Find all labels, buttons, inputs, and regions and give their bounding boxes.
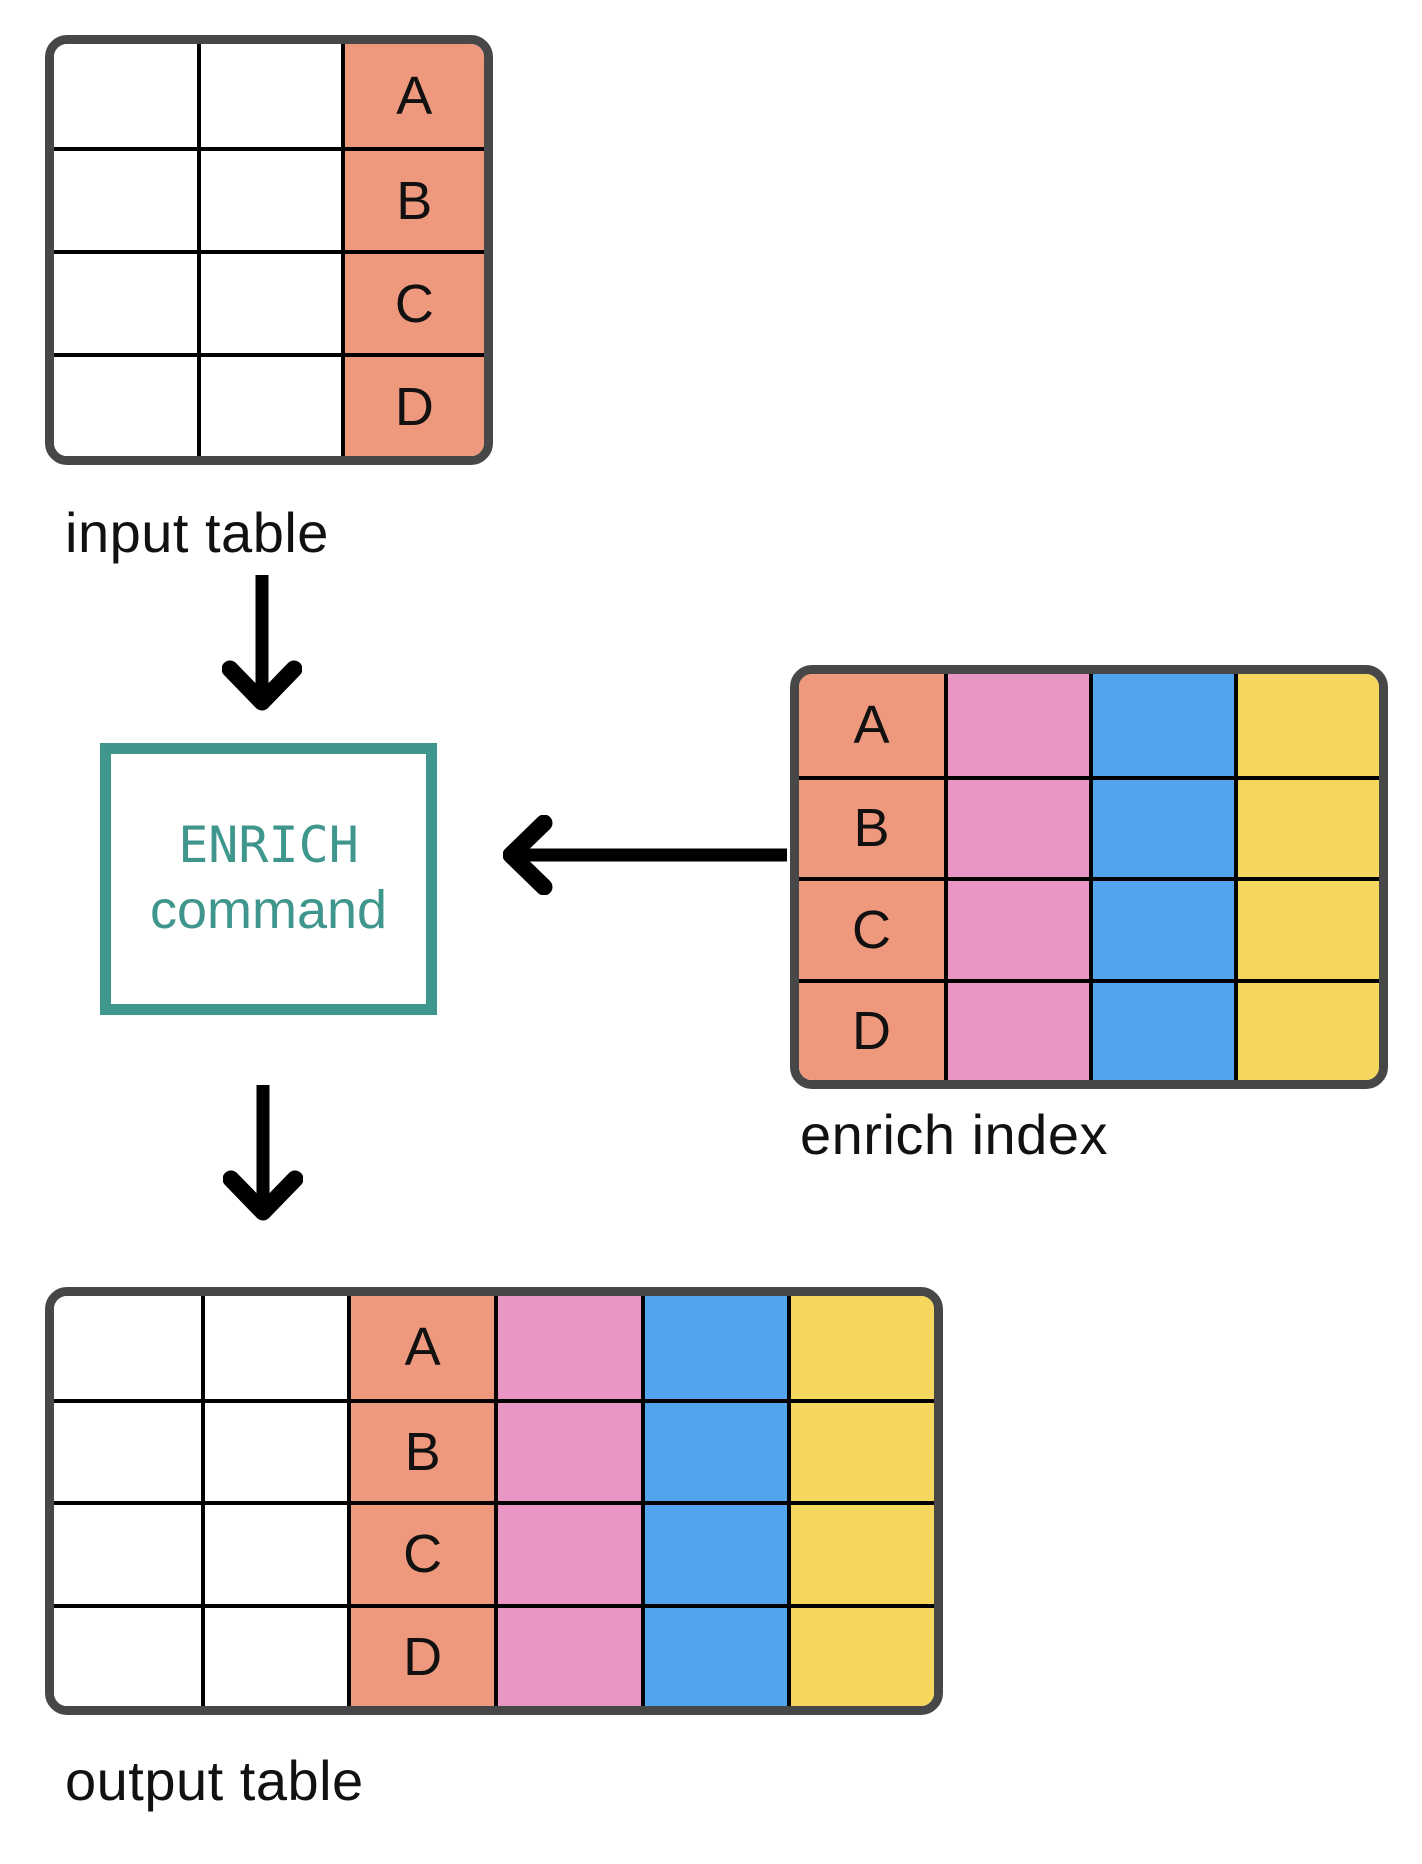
key-cell: C	[340, 250, 484, 353]
key-cell: D	[347, 1603, 494, 1706]
key-cell: C	[799, 877, 944, 979]
key-cell: B	[340, 147, 484, 250]
table-cell	[54, 1501, 201, 1604]
key-cell: A	[799, 674, 944, 776]
table-cell	[54, 353, 198, 456]
arrow-down-input-to-command-icon	[222, 575, 302, 711]
enrich-command-box: ENRICH command	[100, 743, 437, 1015]
output-table-label: output table	[65, 1749, 364, 1812]
arrow-left-index-to-command-icon	[503, 815, 787, 895]
key-cell: D	[799, 978, 944, 1080]
table-cell	[494, 1296, 641, 1399]
key-cell: B	[347, 1398, 494, 1501]
table-cell	[1089, 978, 1234, 1080]
table-cell	[54, 1296, 201, 1399]
table-cell	[944, 978, 1089, 1080]
table-cell	[944, 674, 1089, 776]
table-cell	[1089, 775, 1234, 877]
table-cell	[944, 775, 1089, 877]
table-cell	[640, 1501, 788, 1604]
key-cell: C	[347, 1501, 494, 1604]
table-cell	[494, 1603, 641, 1706]
table-cell	[54, 147, 198, 250]
table-cell	[54, 1398, 201, 1501]
table-cell	[200, 1603, 348, 1706]
enrich-command-keyword: ENRICH	[178, 816, 359, 875]
table-cell	[494, 1398, 641, 1501]
table-cell	[200, 1296, 348, 1399]
table-cell	[494, 1501, 641, 1604]
table-cell	[787, 1398, 934, 1501]
key-cell: B	[799, 775, 944, 877]
table-cell	[200, 1398, 348, 1501]
table-cell	[1089, 674, 1234, 776]
table-cell	[1234, 978, 1379, 1080]
table-cell	[640, 1398, 788, 1501]
table-cell	[944, 877, 1089, 979]
key-cell: D	[340, 353, 484, 456]
table-cell	[197, 250, 341, 353]
table-cell	[1234, 775, 1379, 877]
enrich-command-word: command	[149, 879, 388, 940]
table-cell	[1234, 877, 1379, 979]
arrow-down-command-to-output-icon	[223, 1085, 303, 1221]
table-cell	[197, 353, 341, 456]
table-cell	[640, 1603, 788, 1706]
table-cell	[54, 1603, 201, 1706]
table-cell	[197, 44, 341, 147]
table-cell	[54, 44, 198, 147]
table-cell	[787, 1296, 934, 1399]
table-cell	[787, 1603, 934, 1706]
enrich-index-label: enrich index	[800, 1103, 1108, 1166]
input-table-label: input table	[65, 501, 329, 564]
table-cell	[1089, 877, 1234, 979]
key-cell: A	[347, 1296, 494, 1399]
table-cell	[787, 1501, 934, 1604]
table-cell	[200, 1501, 348, 1604]
key-cell: A	[340, 44, 484, 147]
table-cell	[640, 1296, 788, 1399]
table-cell	[1234, 674, 1379, 776]
table-cell	[54, 250, 198, 353]
table-cell	[197, 147, 341, 250]
